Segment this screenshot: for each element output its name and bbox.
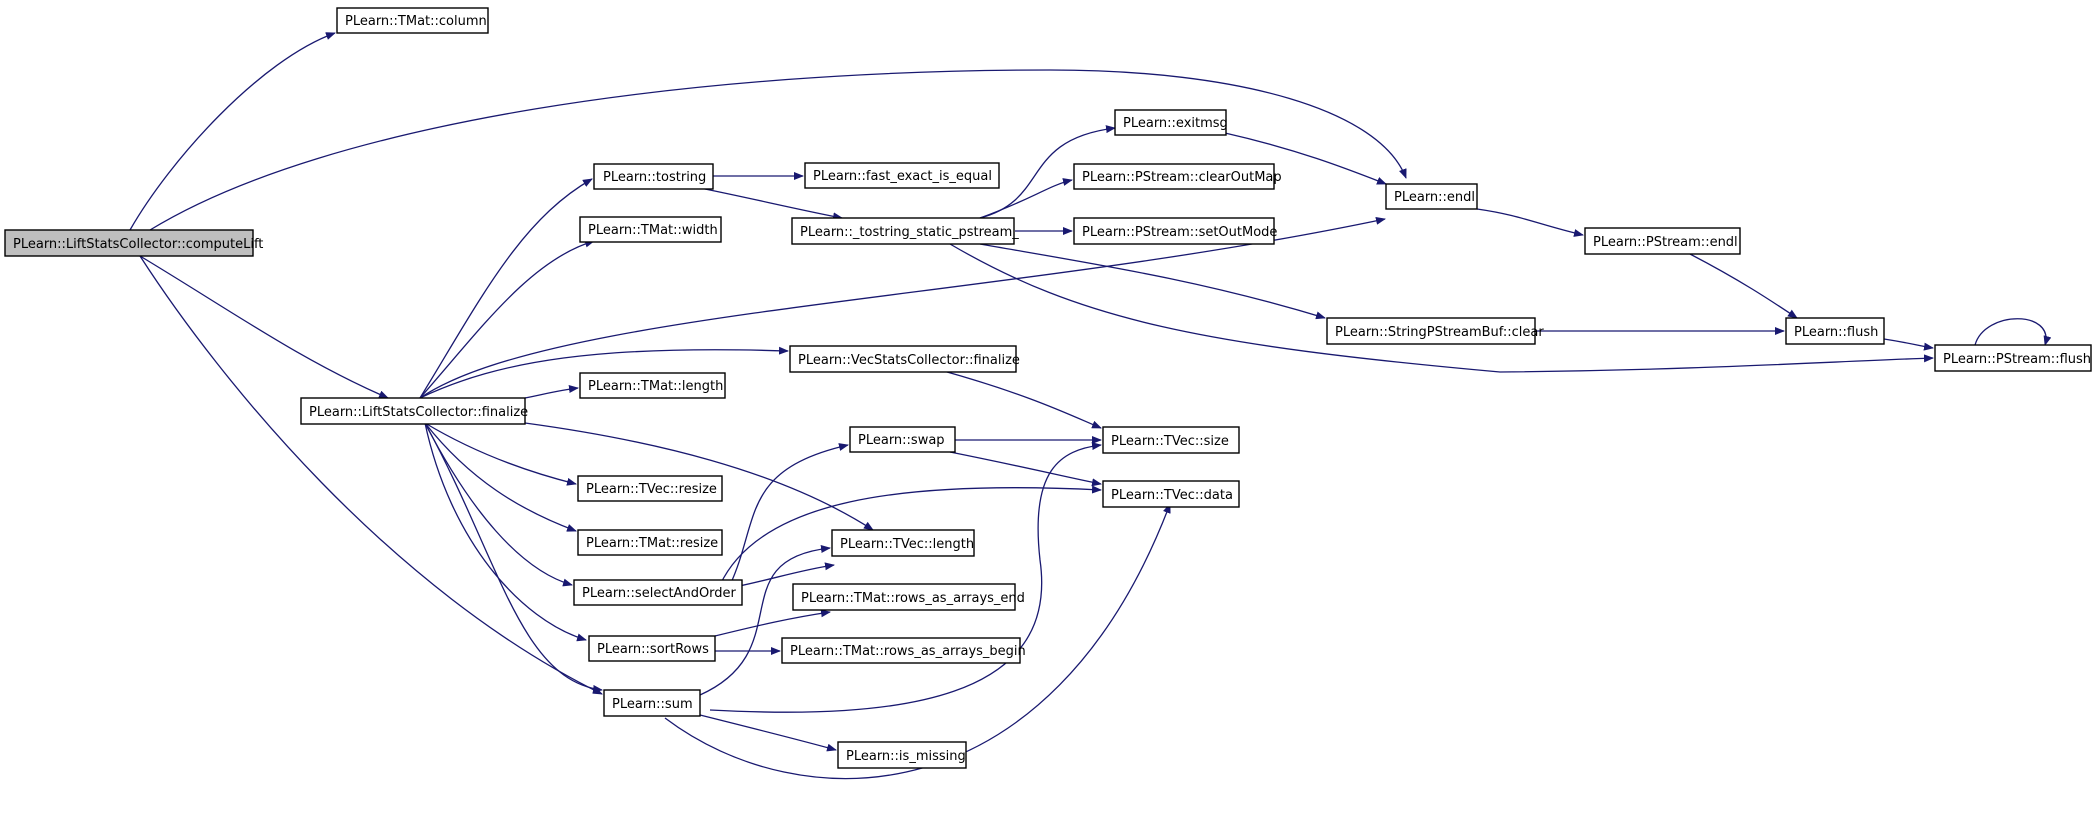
edge-lsc_finalize-endl	[419, 216, 1386, 399]
node-swap[interactable]: PLearn::swap	[849, 426, 956, 453]
node-label-endl: PLearn::endl	[1394, 190, 1475, 205]
edge-flush-pstream_flush	[1883, 338, 1934, 351]
node-label-selectAndOrder: PLearn::selectAndOrder	[582, 586, 737, 601]
edge-lsc_finalize-vsc_finalize	[419, 346, 789, 399]
node-tvec_data[interactable]: PLearn::TVec::data	[1102, 480, 1240, 508]
edge-tostring_static-clearOutMap	[979, 178, 1073, 219]
edge-computeLift-sum	[139, 255, 603, 695]
node-label-spsb_clear: PLearn::StringPStreamBuf::clear	[1335, 325, 1544, 340]
edge-computeLift-lsc_finalize	[139, 255, 389, 399]
node-is_missing[interactable]: PLearn::is_missing	[837, 741, 967, 769]
edge-lsc_finalize-selectAndOrder	[424, 422, 573, 587]
edge-sortRows-rows_end	[714, 609, 831, 637]
edge-lsc_finalize-tvec_length	[524, 422, 874, 531]
node-label-column: PLearn::TMat::column	[345, 14, 487, 29]
node-label-swap: PLearn::swap	[858, 433, 945, 448]
node-spsb_clear[interactable]: PLearn::StringPStreamBuf::clear	[1326, 317, 1544, 345]
node-pstream_flush[interactable]: PLearn::PStream::flush	[1934, 344, 2092, 372]
node-column[interactable]: PLearn::TMat::column	[336, 7, 489, 34]
node-label-tmat_resize: PLearn::TMat::resize	[586, 536, 718, 551]
edge-lsc_finalize-tmat_resize	[424, 422, 577, 532]
node-label-sortRows: PLearn::sortRows	[597, 642, 709, 657]
node-label-flush: PLearn::flush	[1794, 325, 1878, 340]
edges	[129, 32, 2052, 780]
edge-lsc_finalize-sortRows	[424, 422, 587, 642]
node-rows_begin[interactable]: PLearn::TMat::rows_as_arrays_begin	[781, 637, 1026, 664]
node-label-pstream_flush: PLearn::PStream::flush	[1943, 352, 2091, 367]
node-setOutMode[interactable]: PLearn::PStream::setOutMode	[1073, 217, 1277, 245]
node-label-rows_begin: PLearn::TMat::rows_as_arrays_begin	[790, 644, 1026, 659]
node-label-clearOutMap: PLearn::PStream::clearOutMap	[1082, 170, 1282, 185]
edge-sum-tvec_length	[699, 545, 831, 696]
node-label-fast_exact_is_equal: PLearn::fast_exact_is_equal	[813, 169, 992, 184]
node-label-tvec_length: PLearn::TVec::length	[840, 537, 974, 552]
node-selectAndOrder[interactable]: PLearn::selectAndOrder	[573, 579, 743, 606]
edge-exitmsg-endl	[1224, 132, 1387, 185]
nodes: PLearn::LiftStatsCollector::computeLift …	[4, 7, 2092, 769]
node-tmat_length[interactable]: PLearn::TMat::length	[579, 372, 726, 399]
edge-endl-pstream_endl	[1476, 208, 1584, 237]
node-tvec_length[interactable]: PLearn::TVec::length	[831, 529, 975, 557]
edge-lsc_finalize-tmat_length	[524, 385, 579, 399]
edge-pstream_flush-self	[1974, 318, 2052, 346]
node-vsc_finalize[interactable]: PLearn::VecStatsCollector::finalize	[789, 345, 1020, 373]
edge-lsc_finalize-tostring	[419, 178, 593, 399]
node-lsc_finalize[interactable]: PLearn::LiftStatsCollector::finalize	[300, 397, 528, 425]
node-label-vsc_finalize: PLearn::VecStatsCollector::finalize	[798, 353, 1020, 368]
edge-computeLift-endl	[149, 69, 1407, 231]
node-rows_end[interactable]: PLearn::TMat::rows_as_arrays_end	[792, 583, 1025, 611]
edge-computeLift-column	[129, 32, 336, 231]
edge-selectAndOrder-swap	[729, 443, 849, 586]
node-tostring[interactable]: PLearn::tostring	[593, 163, 714, 190]
node-label-tostring: PLearn::tostring	[603, 170, 706, 185]
node-label-tmat_width: PLearn::TMat::width	[588, 223, 718, 238]
node-label-lsc_finalize: PLearn::LiftStatsCollector::finalize	[309, 405, 528, 420]
node-label-tvec_resize: PLearn::TVec::resize	[586, 482, 717, 497]
node-tvec_resize[interactable]: PLearn::TVec::resize	[577, 475, 723, 502]
node-pstream_endl[interactable]: PLearn::PStream::endl	[1584, 227, 1741, 255]
node-fast_exact_is_equal[interactable]: PLearn::fast_exact_is_equal	[804, 162, 1000, 189]
edge-sum-tvec_size	[709, 442, 1102, 713]
edge-tostring-tostring_static	[699, 187, 843, 221]
node-label-rows_end: PLearn::TMat::rows_as_arrays_end	[801, 591, 1025, 606]
edge-tostring_static-spsb_clear	[979, 243, 1326, 320]
edge-selectAndOrder-tvec_data	[719, 485, 1102, 586]
edge-pstream_endl-flush	[1689, 253, 1798, 319]
edge-lsc_finalize-tmat_width	[419, 239, 595, 399]
node-label-setOutMode: PLearn::PStream::setOutMode	[1082, 225, 1277, 240]
node-label-is_missing: PLearn::is_missing	[846, 749, 966, 764]
node-label-tvec_data: PLearn::TVec::data	[1111, 488, 1233, 503]
edge-tostring_static-pstream_flush	[949, 243, 1934, 373]
edge-sum-is_missing	[699, 714, 837, 752]
node-label-exitmsg: PLearn::exitmsg	[1123, 116, 1228, 131]
edge-vsc_finalize-tvec_size	[939, 369, 1102, 429]
node-label-tmat_length: PLearn::TMat::length	[588, 379, 723, 394]
edge-swap-tvec_data	[949, 451, 1102, 487]
node-label-tvec_size: PLearn::TVec::size	[1111, 434, 1229, 449]
node-computeLift[interactable]: PLearn::LiftStatsCollector::computeLift	[4, 229, 263, 257]
node-label-tostring_static: PLearn::_tostring_static_pstream_	[800, 225, 1019, 240]
edge-lsc_finalize-sum	[424, 422, 603, 693]
node-tmat_resize[interactable]: PLearn::TMat::resize	[577, 529, 723, 556]
node-sum[interactable]: PLearn::sum	[603, 689, 701, 717]
node-sortRows[interactable]: PLearn::sortRows	[588, 635, 716, 662]
edge-lsc_finalize-tvec_resize	[424, 422, 577, 486]
node-label-pstream_endl: PLearn::PStream::endl	[1593, 235, 1738, 250]
node-flush[interactable]: PLearn::flush	[1785, 317, 1885, 345]
node-tmat_width[interactable]: PLearn::TMat::width	[579, 216, 722, 243]
node-exitmsg[interactable]: PLearn::exitmsg	[1114, 109, 1228, 136]
node-label-sum: PLearn::sum	[612, 697, 693, 712]
node-clearOutMap[interactable]: PLearn::PStream::clearOutMap	[1073, 163, 1282, 190]
node-label-computeLift: PLearn::LiftStatsCollector::computeLift	[13, 237, 263, 252]
node-tvec_size[interactable]: PLearn::TVec::size	[1102, 426, 1240, 454]
node-tostring_static[interactable]: PLearn::_tostring_static_pstream_	[791, 217, 1019, 245]
node-endl[interactable]: PLearn::endl	[1385, 183, 1478, 210]
